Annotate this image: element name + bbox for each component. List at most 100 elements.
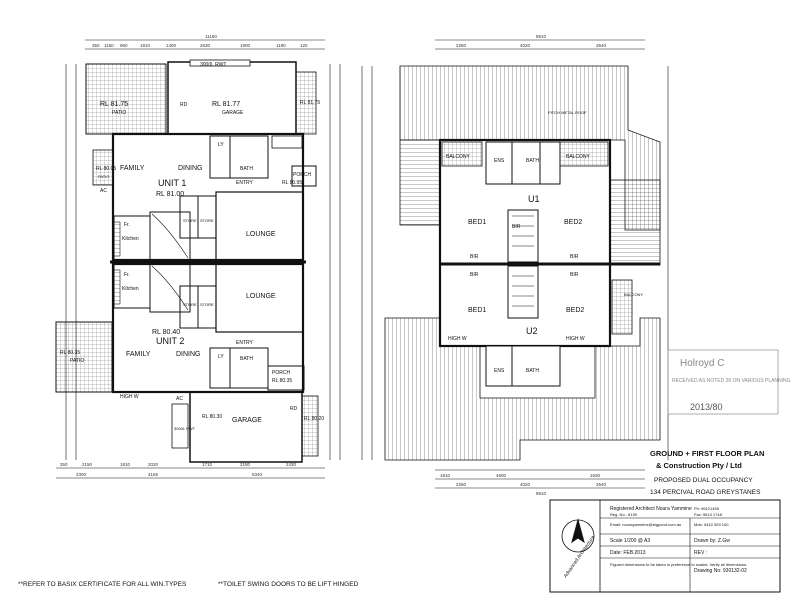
unit1-store: STORE	[183, 218, 197, 223]
unit1-rl-patio: RL 81.75	[100, 101, 128, 108]
dim-bot-1: 350	[60, 462, 68, 467]
upper-bed1-bot: BED1	[468, 307, 486, 314]
dim-top-9: 120	[300, 43, 308, 48]
upper-balcony-right: BALCONY	[566, 154, 591, 160]
dim-bot-2: 2150	[82, 462, 93, 467]
upper-bir-2: BIR	[470, 254, 479, 260]
dim-bot-r2-1: 2300	[76, 472, 87, 477]
fine-print: Figured dimensions to be taken in prefer…	[610, 562, 747, 567]
unit1-rl-patio-left: RL 80.95	[96, 166, 116, 172]
unit2-ly: LY	[218, 354, 224, 360]
unit2-label: UNIT 2	[156, 336, 184, 346]
north-arrow-icon	[571, 518, 585, 544]
unit1-ac: AC	[100, 188, 107, 194]
unit2-fr: Fr.	[124, 272, 130, 278]
reg-no: Reg. No.: 8139	[610, 512, 638, 517]
unit2-rl-right: RL 80.20	[304, 416, 324, 422]
upper-ens2: ENS	[494, 368, 505, 374]
project-address: 134 PERCIVAL ROAD GREYSTANES	[650, 489, 761, 496]
unit1-patio: PATIO	[112, 110, 126, 116]
unit1-dining: DINING	[178, 165, 203, 172]
unit1-label: UNIT 1	[158, 178, 186, 188]
basix-note: **REFER TO BASIX CERTIFICATE FOR ALL WIN…	[18, 581, 187, 588]
upper-ens: ENS	[494, 158, 505, 164]
company-name: & Construction Pty / Ltd	[656, 461, 742, 470]
unit1-lounge: LOUNGE	[246, 231, 276, 238]
dim-rb-overall: 8910	[536, 491, 547, 496]
unit1-rwt: 3000L RWT	[200, 62, 226, 68]
unit1-rl-unit: RL 81.00	[156, 191, 184, 198]
unit1-rl-right: RL 81.75	[300, 100, 320, 106]
unit2-lounge: LOUNGE	[246, 293, 276, 300]
unit1-fr: Fr.	[124, 222, 130, 228]
unit2-patio: PATIO	[70, 358, 84, 364]
dim-top-7: 1900	[240, 43, 251, 48]
dim-top-6: 2630	[200, 43, 211, 48]
rev: REV :	[694, 550, 707, 556]
email: Email: nourayammine@bigpond.com.au	[610, 522, 681, 527]
fax: Fax: 9613 1748	[694, 512, 723, 517]
upper-bir-1: BIR	[512, 224, 521, 230]
unit1-kitchen: Kitchen	[122, 236, 139, 242]
upper-high-w-right: HIGH W	[566, 336, 585, 342]
upper-high-w-left: HIGH W	[448, 336, 467, 342]
upper-u1: U1	[528, 194, 540, 204]
firm-name-arc: Advanced Architecture	[563, 535, 597, 580]
stamp-ref: 2013/80	[690, 402, 723, 412]
first-floor-plan	[361, 39, 669, 489]
unit2-rwt: 3000L RWT	[174, 426, 196, 431]
dim-top-3: 960	[120, 43, 128, 48]
unit2-dining: DINING	[176, 351, 201, 358]
dim-rb-1: 1810	[440, 473, 451, 478]
unit1-rl-garage: RL 81.77	[212, 101, 240, 108]
scale: Scale 1/200 @ A3	[610, 538, 650, 544]
date: Date: FEB.2013	[610, 550, 646, 556]
dim-bot-7: 2430	[286, 462, 297, 467]
dim-bot-5: 1710	[202, 462, 213, 467]
project-name: PROPOSED DUAL OCCUPANCY	[654, 477, 753, 484]
mobile: Mob: 0410 393 100	[694, 522, 729, 527]
dim-right-top-3: 2640	[596, 43, 607, 48]
dim-right-top-2: 4020	[520, 43, 531, 48]
unit1-bath: BATH	[240, 166, 253, 172]
unit2-porch: PORCH	[272, 370, 290, 376]
unit2-rl-patio: RL 80.35	[60, 350, 80, 356]
dim-bot-r2-2: 4165	[148, 472, 159, 477]
upper-balcony-side: BALCONY	[624, 292, 643, 297]
dim-rb2-2: 4020	[520, 482, 531, 487]
unit2-store2: STORE	[200, 302, 214, 307]
plan-title: GROUND + FIRST FLOOR PLAN	[650, 449, 764, 458]
dim-right-top-overall: 8910	[536, 34, 547, 39]
dim-top-5: 1400	[166, 43, 177, 48]
upper-bir-3: BIR	[570, 254, 579, 260]
dim-top-2: 1150	[104, 43, 114, 48]
upper-balcony-left: BALCONY	[446, 154, 471, 160]
upper-bed2-top: BED2	[564, 219, 582, 226]
ground-floor-plan	[55, 39, 341, 479]
unit2-bath: BATH	[240, 356, 253, 362]
unit1-family: FAMILY	[120, 165, 145, 172]
unit2-store: STORE	[183, 302, 197, 307]
registered-architect: Registered Architect Noura Yammine	[610, 506, 692, 512]
dim-top-8: 1180	[276, 43, 286, 48]
upper-bath2: BATH	[526, 368, 539, 374]
upper-u2: U2	[526, 326, 538, 336]
unit1-garage: GARAGE	[222, 110, 244, 116]
unit2-ac: AC	[176, 396, 183, 402]
upper-bir-4: BIR	[470, 272, 479, 278]
upper-bed1-top: BED1	[468, 219, 486, 226]
unit1-store2: STORE	[200, 218, 214, 223]
unit1-rd-left: RD	[180, 102, 188, 108]
title-block	[549, 349, 781, 593]
stamp-text: RECEIVED AS NOTED 26 ON VARIOUS PLANNING	[672, 378, 791, 384]
unit2-family: FAMILY	[126, 351, 151, 358]
upper-bir-5: BIR	[570, 272, 579, 278]
dim-rb2-1: 2250	[456, 482, 467, 487]
unit2-high-w: HIGH W	[120, 394, 139, 400]
unit1-patio-left: PATIO	[98, 174, 109, 179]
phone: Ph: 96121455	[694, 506, 720, 511]
council-stamp	[667, 349, 779, 415]
dim-bot-6: 2180	[240, 462, 251, 467]
